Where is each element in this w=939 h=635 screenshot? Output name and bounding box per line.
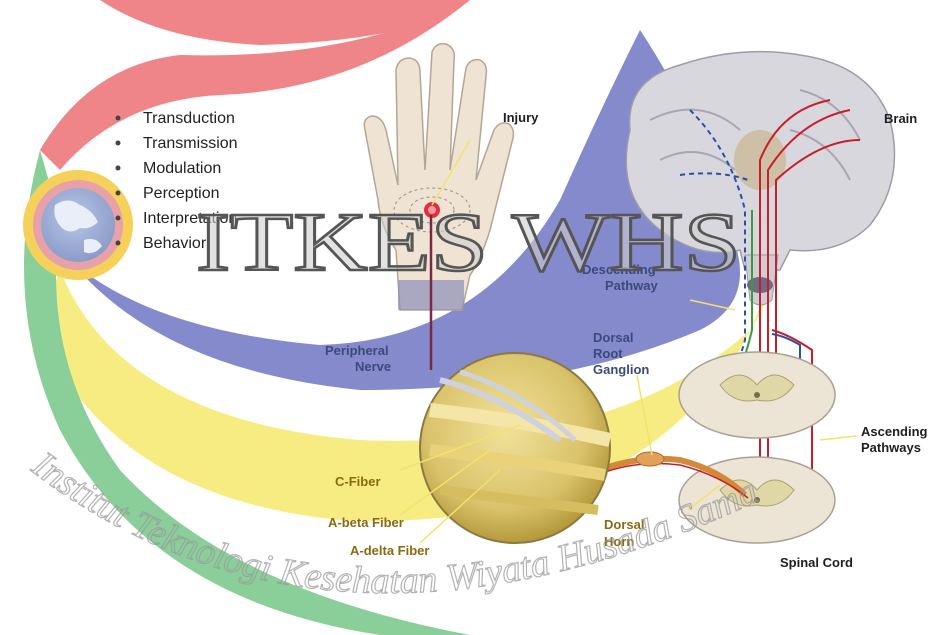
nerve-fiber-magnifier [420,353,610,543]
watermark-title: ITKES WHS [196,196,741,289]
label-a-delta-fiber: A-delta Fiber [350,543,429,558]
label-spinal-cord: Spinal Cord [780,555,853,570]
label-drg-3: Ganglion [593,362,649,377]
spinal-cord-section-upper [679,352,835,438]
label-brain: Brain [884,111,917,126]
label-c-fiber: C-Fiber [335,474,381,489]
label-peripheral-2: Nerve [355,359,391,374]
label-drg-2: Root [593,346,623,361]
label-injury: Injury [503,110,539,125]
label-ascending-2: Pathways [861,440,921,455]
label-ascending-1: Ascending [861,424,928,439]
label-a-beta-fiber: A-beta Fiber [328,515,404,530]
bullet-transduction: Transduction [143,110,235,127]
label-drg-1: Dorsal [593,330,633,345]
bullet-modulation: Modulation [143,160,221,177]
bullet-transmission: Transmission [143,135,238,152]
label-peripheral-1: Peripheral [325,343,389,358]
globe-logo [23,170,133,280]
